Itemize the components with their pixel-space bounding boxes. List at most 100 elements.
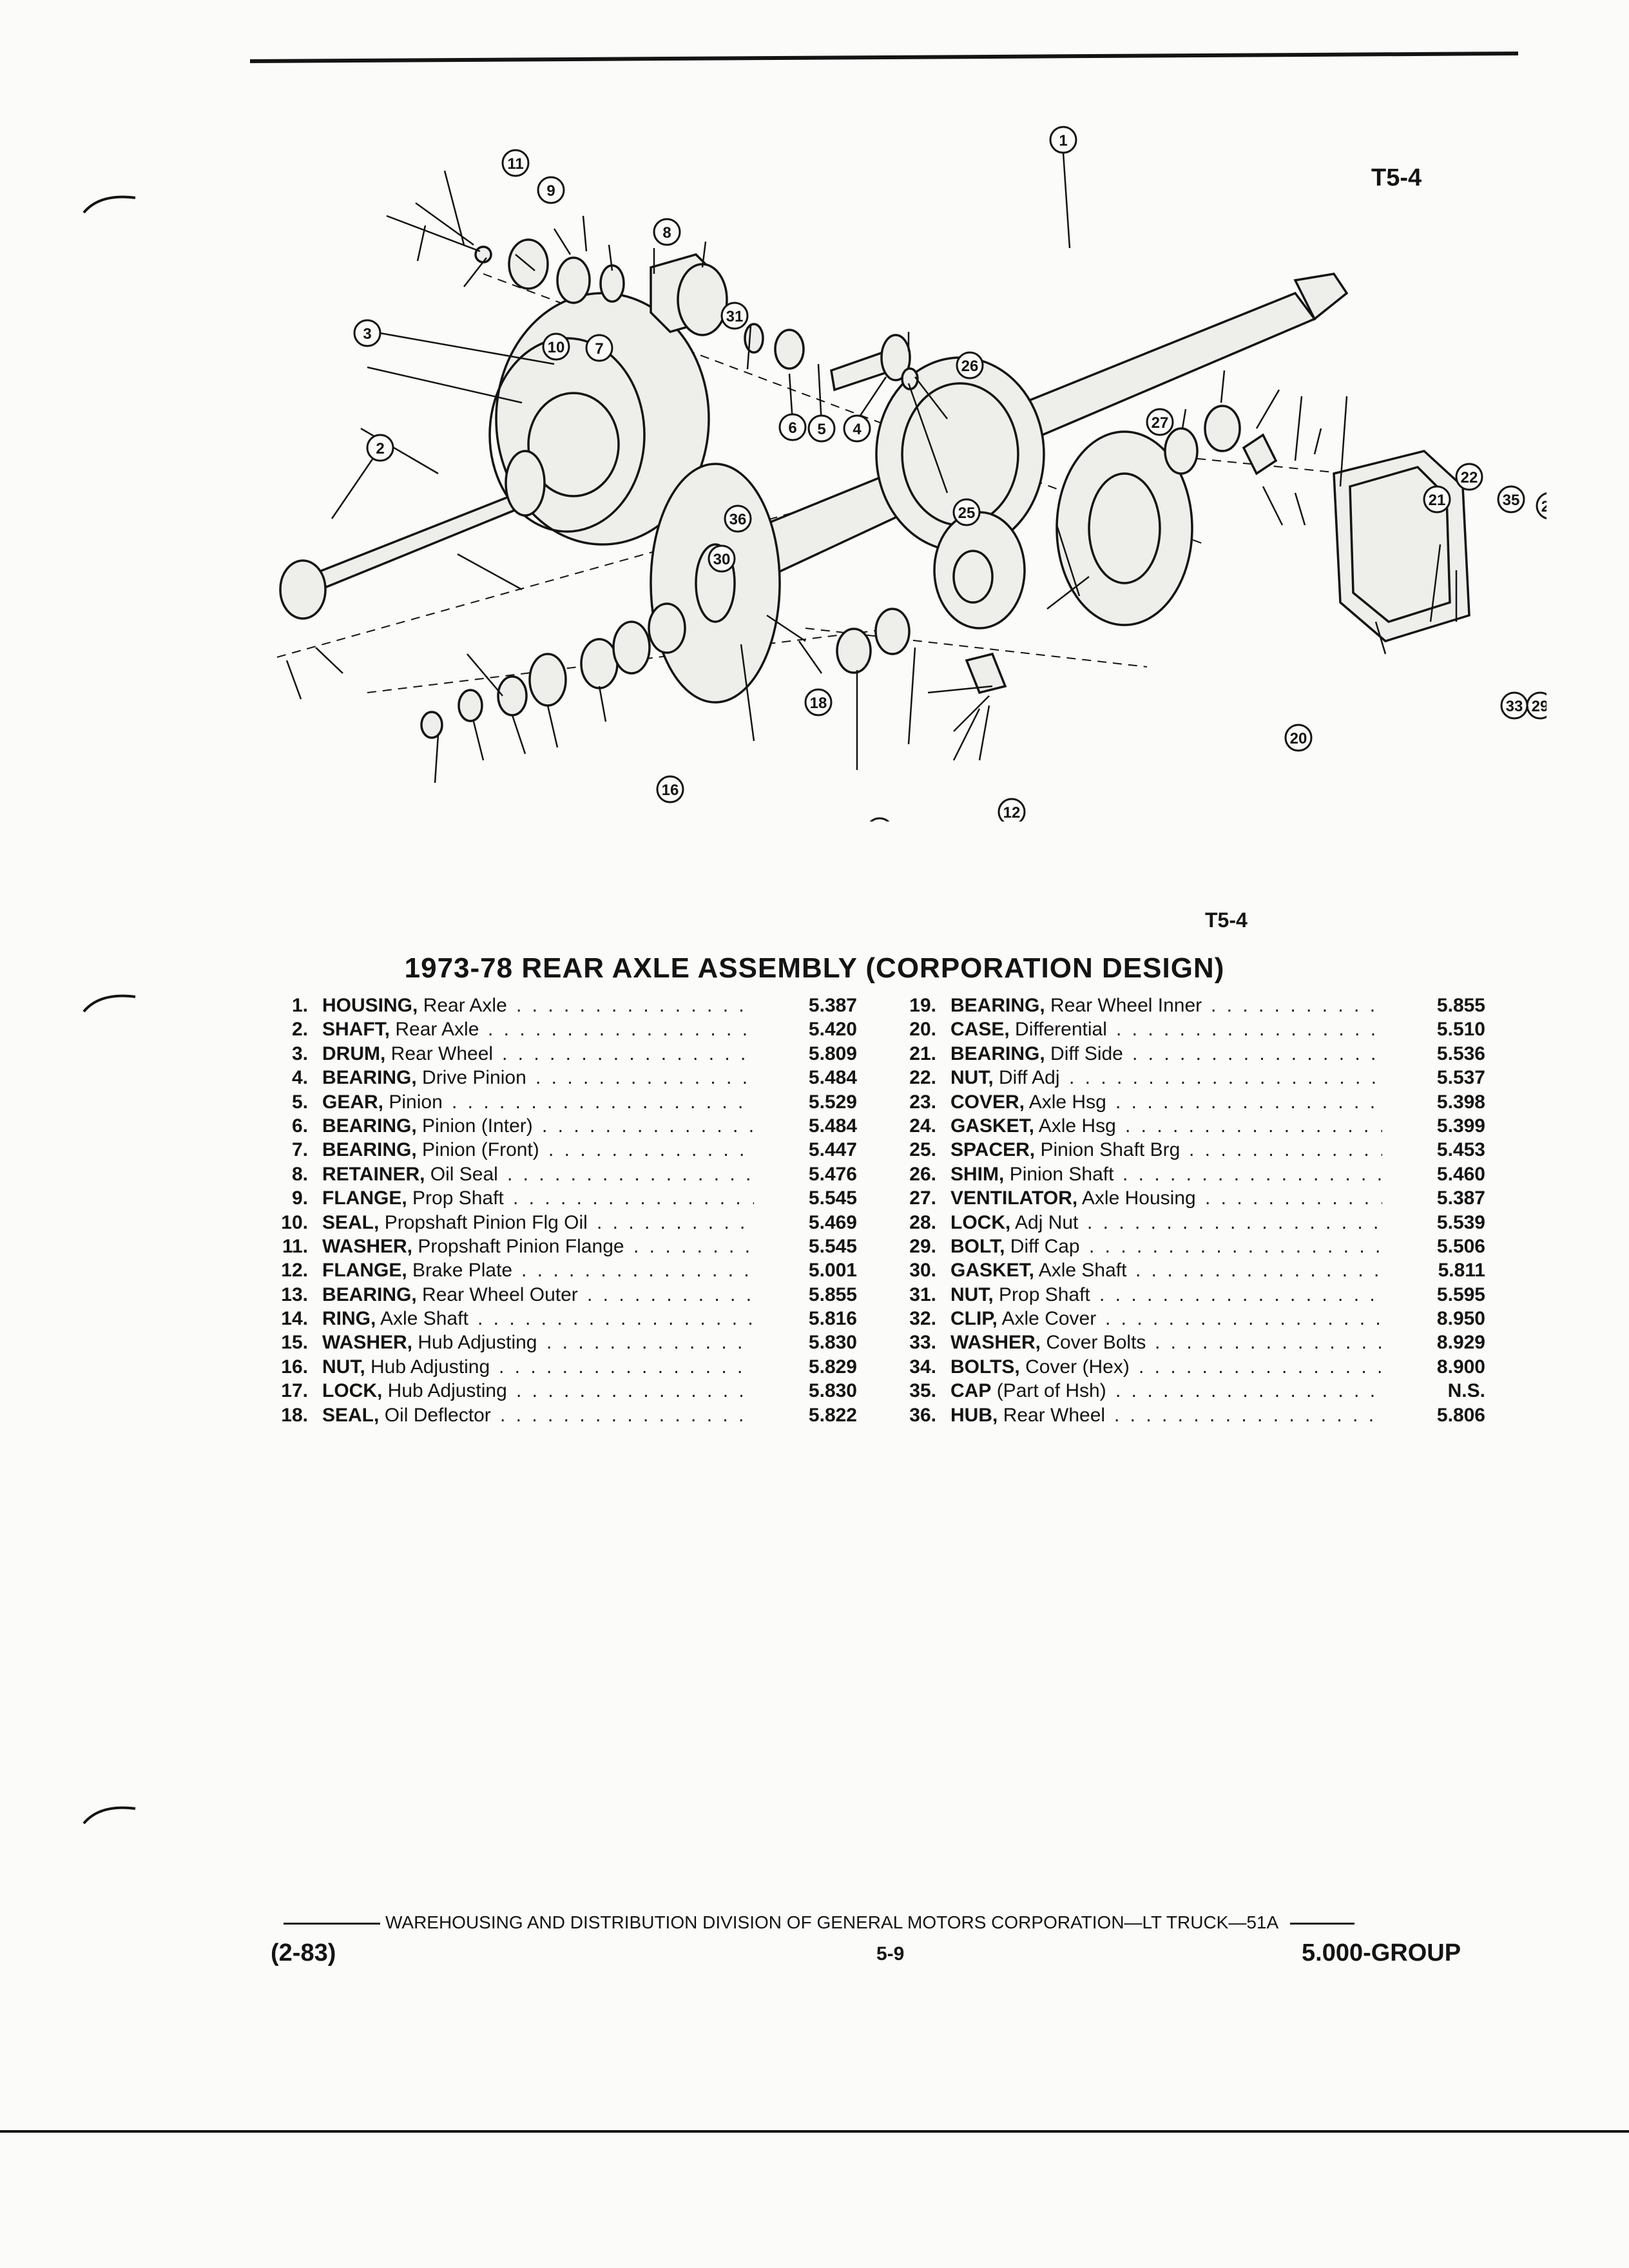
part-detail: Prop Shaft [999,1283,1090,1305]
margin-mark [82,1806,136,1825]
part-row: 26.SHIM, Pinion Shaft. . . . . . . . . .… [886,1162,1485,1186]
part-group-code: 5.506 [1436,1235,1485,1257]
part-detail: Hub Adjusting [387,1380,507,1402]
part-detail: Axle Hsg [1038,1115,1116,1137]
part-number: 2. [291,1019,308,1041]
part-row: 22.NUT, Diff Adj. . . . . . . . . . . . … [886,1066,1485,1090]
part-name: CAP [950,1380,992,1402]
part-group-code: 5.476 [808,1163,857,1185]
dot-leader: . . . . . . . . . . . . . . . . . . . . … [597,1211,754,1233]
ring-gear-drawing [1055,430,1193,626]
callout-21: 21 [1423,485,1451,514]
svg-text:8: 8 [662,224,671,242]
side-bearing-drawing [836,405,1278,695]
dot-leader: . . . . . . . . . . . . . . . . . . . . … [500,1404,754,1426]
part-group-code: 5.387 [808,995,857,1016]
part-number: 34. [909,1356,936,1378]
part-name: NUT, [322,1356,365,1378]
part-description: BEARING, Pinion (Inter) [322,1114,533,1138]
part-name: DRUM, [322,1043,386,1064]
dot-leader: . . . . . . . . . . . . . . . . . . . . … [452,1091,754,1113]
part-row: 7.BEARING, Pinion (Front). . . . . . . .… [258,1138,857,1162]
part-row: 19.BEARING, Rear Wheel Inner. . . . . . … [886,994,1485,1017]
part-number: 29. [909,1235,936,1257]
svg-text:28: 28 [1541,498,1547,515]
dot-leader: . . . . . . . . . . . . . . . . . . . . … [477,1308,754,1330]
part-group-code: 5.855 [808,1283,857,1305]
page-title: 1973-78 REAR AXLE ASSEMBLY (CORPORATION … [404,952,1225,984]
part-group-code: 8.950 [1436,1308,1485,1330]
part-row: 8.RETAINER, Oil Seal. . . . . . . . . . … [258,1162,857,1186]
part-detail: Differential [1015,1019,1107,1041]
part-row: 23.COVER, Axle Hsg. . . . . . . . . . . … [886,1090,1485,1114]
dot-leader: . . . . . . . . . . . . . . . . . . . . … [542,1115,754,1137]
part-number: 5. [291,1091,308,1113]
callout-11: 11 [501,149,530,177]
part-number: 20. [909,1019,936,1041]
part-detail: Pinion Shaft [1009,1163,1114,1185]
dot-leader: . . . . . . . . . . . . . . . . . . . . … [1115,1380,1382,1402]
part-group-code: 5.469 [808,1211,857,1233]
svg-text:5: 5 [817,421,825,438]
callout-33: 33 [1500,691,1528,720]
part-row: 34.BOLTS, Cover (Hex). . . . . . . . . .… [886,1355,1485,1379]
part-detail: Pinion (Inter) [422,1115,533,1137]
part-name: BEARING, [322,1139,417,1161]
part-group-code: 5.822 [808,1404,857,1426]
part-description: BEARING, Diff Side [950,1042,1123,1066]
svg-text:26: 26 [961,358,979,375]
part-description: SEAL, Oil Deflector [322,1403,491,1427]
svg-text:11: 11 [507,155,523,173]
part-number: 4. [291,1067,308,1089]
callout-2: 2 [366,434,394,462]
part-name: HUB, [950,1404,998,1426]
part-number: 27. [909,1187,936,1209]
part-description: HUB, Rear Wheel [950,1403,1105,1427]
callout-36: 36 [724,505,752,533]
part-group-code: 5.460 [1436,1163,1485,1185]
svg-text:1: 1 [1059,132,1067,149]
callout-3: 3 [353,319,381,347]
part-group-code: 5.001 [808,1260,857,1282]
part-group-code: 5.545 [808,1235,857,1257]
part-group-code: N.S. [1447,1380,1485,1402]
part-row: 1.HOUSING, Rear Axle. . . . . . . . . . … [258,994,857,1017]
callout-12: 12 [998,798,1026,822]
part-group-code: 5.484 [808,1115,857,1137]
part-number: 36. [909,1404,936,1426]
rear-axle-exploded-diagram: 1 2 3 4 5 6 7 8 9 10 11 12 13 14 15 16 1… [276,126,1547,822]
part-row: 24.GASKET, Axle Hsg. . . . . . . . . . .… [886,1114,1485,1138]
dot-leader: . . . . . . . . . . . . . . . . . . . . … [1105,1308,1382,1330]
part-description: CASE, Differential [950,1017,1107,1041]
part-row: 12.FLANGE, Brake Plate. . . . . . . . . … [258,1258,857,1282]
part-name: SHAFT, [322,1019,390,1041]
dot-leader: . . . . . . . . . . . . . . . . . . . . … [1132,1043,1382,1064]
callout-19: 19 [869,817,890,822]
part-description: SPACER, Pinion Shaft Brg [950,1138,1180,1162]
part-row: 10.SEAL, Propshaft Pinion Flg Oil. . . .… [258,1211,857,1235]
part-row: 30.GASKET, Axle Shaft. . . . . . . . . .… [886,1258,1485,1282]
part-description: BOLT, Diff Cap [950,1235,1080,1258]
part-number: 14. [281,1308,308,1330]
callout-9: 9 [537,176,565,204]
part-row: 9.FLANGE, Prop Shaft. . . . . . . . . . … [258,1186,857,1210]
part-name: SPACER, [950,1139,1036,1161]
part-name: SEAL, [322,1211,380,1233]
part-row: 32.CLIP, Axle Cover. . . . . . . . . . .… [886,1307,1485,1331]
svg-text:6: 6 [788,419,796,437]
footer-page-number: 5-9 [876,1943,905,1965]
callout-1: 1 [1049,126,1077,154]
margin-mark [82,195,136,214]
dot-leader: . . . . . . . . . . . . . . . . . . . . … [1087,1211,1382,1233]
part-group-code: 5.398 [1436,1091,1485,1113]
dot-leader: . . . . . . . . . . . . . . . . . . . . … [507,1163,754,1185]
part-description: VENTILATOR, Axle Housing [950,1186,1196,1210]
part-row: 28.LOCK, Adj Nut. . . . . . . . . . . . … [886,1211,1485,1235]
part-number: 17. [281,1380,308,1402]
part-number: 13. [281,1283,308,1305]
part-row: 36.HUB, Rear Wheel. . . . . . . . . . . … [886,1403,1485,1427]
part-number: 1. [291,995,308,1016]
part-row: 17.LOCK, Hub Adjusting. . . . . . . . . … [258,1379,857,1403]
svg-text:7: 7 [595,340,603,358]
part-detail: Rear Wheel Inner [1050,995,1202,1016]
